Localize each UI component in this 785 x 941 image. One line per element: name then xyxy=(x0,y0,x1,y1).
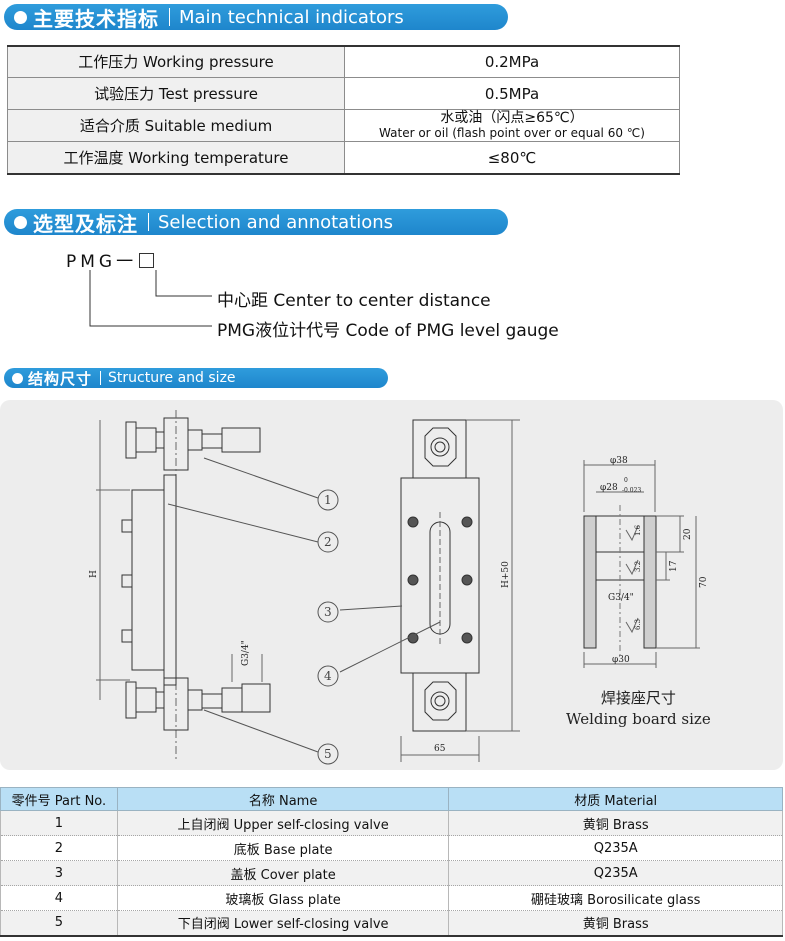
column-header: 零件号 Part No. xyxy=(0,787,118,811)
callout-2: 2 xyxy=(317,531,339,553)
structure-drawing: H G3/4" H+50 65 1 2 3 4 xyxy=(89,410,709,765)
roughness-63: 6.3 xyxy=(634,619,642,630)
welding-caption: 焊接座尺寸 Welding board size xyxy=(566,688,711,730)
side-view xyxy=(96,410,271,760)
section-banner-technical: 主要技术指标 Main technical indicators xyxy=(4,4,508,31)
column-header: 材质 Material xyxy=(448,787,783,811)
part-name: 底板 Base plate xyxy=(116,835,450,861)
divider xyxy=(169,8,170,26)
spec-label: 试验压力 Test pressure xyxy=(7,77,345,110)
table-row: 5 下自闭阀 Lower self-closing valve 黄铜 Brass xyxy=(0,910,783,937)
dim-d28: φ28 xyxy=(600,483,618,493)
callout-number: 1 xyxy=(324,493,332,507)
part-material: Q235A xyxy=(448,860,783,886)
spec-value: ≤80℃ xyxy=(344,141,680,174)
bullet-icon xyxy=(12,372,23,384)
callout-4: 4 xyxy=(317,665,339,687)
part-name: 上自闭阀 Upper self-closing valve xyxy=(116,810,450,836)
code-placeholder-box xyxy=(139,253,155,268)
callout-number: 2 xyxy=(324,535,332,549)
callout-3: 3 xyxy=(317,601,339,623)
spec-value: 水或油（闪点≥65℃） xyxy=(440,110,584,126)
table-row: 4 玻璃板 Glass plate 硼硅玻璃 Borosilicate glas… xyxy=(0,885,783,911)
callout-number: 3 xyxy=(324,605,332,619)
dim-h17: 17 xyxy=(669,560,679,572)
section-title-en: Selection and annotations xyxy=(158,211,394,233)
part-name: 下自闭阀 Lower self-closing valve xyxy=(116,910,450,937)
dim-h70: 70 xyxy=(699,576,709,588)
section-title-zh: 主要技术指标 xyxy=(33,6,159,31)
dim-d38: φ38 xyxy=(610,456,628,466)
section-banner-structure: 结构尺寸 Structure and size xyxy=(4,368,388,388)
annotation-center-distance: 中心距 Center to center distance xyxy=(217,291,491,311)
callout-number: 5 xyxy=(324,747,332,761)
part-no: 5 xyxy=(0,910,118,937)
table-header-row: 零件号 Part No. 名称 Name 材质 Material xyxy=(0,787,783,811)
dim-d30: φ30 xyxy=(612,655,630,665)
parts-table: 零件号 Part No. 名称 Name 材质 Material 1 上自闭阀 … xyxy=(0,787,783,937)
dim-h: H xyxy=(89,570,99,578)
welding-caption-zh: 焊接座尺寸 xyxy=(600,689,676,707)
section-title-en: Structure and size xyxy=(108,370,236,386)
section-title-zh: 结构尺寸 xyxy=(28,369,93,388)
callout-leaders xyxy=(167,457,441,753)
table-row: 适合介质 Suitable medium 水或油（闪点≥65℃） Water o… xyxy=(7,109,680,142)
front-view xyxy=(400,419,520,762)
divider xyxy=(100,371,102,385)
table-row: 2 底板 Base plate Q235A xyxy=(0,835,783,861)
spec-label: 适合介质 Suitable medium xyxy=(7,109,345,142)
dim-thread: G3/4" xyxy=(241,640,251,666)
part-material: 黄铜 Brass xyxy=(448,810,783,836)
callout-1: 1 xyxy=(317,489,339,511)
callout-5: 5 xyxy=(317,743,339,765)
table-row: 1 上自闭阀 Upper self-closing valve 黄铜 Brass xyxy=(0,810,783,836)
welding-board-view xyxy=(583,460,700,668)
dim-h20: 20 xyxy=(683,528,693,540)
annotation-gauge-code: PMG液位计代号 Code of PMG level gauge xyxy=(217,321,559,341)
part-no: 1 xyxy=(0,810,118,836)
table-row: 工作温度 Working temperature ≤80℃ xyxy=(7,141,680,174)
code-prefix: PMG xyxy=(66,252,117,272)
welding-caption-en: Welding board size xyxy=(566,710,711,728)
part-no: 4 xyxy=(0,885,118,911)
table-row: 工作压力 Working pressure 0.2MPa xyxy=(7,45,680,78)
section-banner-selection: 选型及标注 Selection and annotations xyxy=(4,209,508,236)
section-title-en: Main technical indicators xyxy=(179,6,404,28)
part-material: 黄铜 Brass xyxy=(448,910,783,937)
spec-label: 工作温度 Working temperature xyxy=(7,141,345,174)
dim-thread-weld: G3/4" xyxy=(608,593,634,603)
roughness-32: 3.2 xyxy=(634,561,642,572)
section-title-zh: 选型及标注 xyxy=(33,211,138,236)
spec-value: 0.2MPa xyxy=(344,45,680,78)
roughness-16: 1.6 xyxy=(634,524,642,536)
dim-d28-tol-up: 0 xyxy=(624,477,628,484)
bullet-icon xyxy=(14,215,27,229)
spec-value-en: Water or oil (flash point over or equal … xyxy=(379,126,645,140)
technical-specs-table: 工作压力 Working pressure 0.2MPa 试验压力 Test p… xyxy=(7,45,680,174)
table-row: 3 盖板 Cover plate Q235A xyxy=(0,860,783,886)
table-row: 试验压力 Test pressure 0.5MPa xyxy=(7,77,680,110)
part-name: 玻璃板 Glass plate xyxy=(116,885,450,911)
part-name: 盖板 Cover plate xyxy=(116,860,450,886)
part-no: 3 xyxy=(0,860,118,886)
part-material: Q235A xyxy=(448,835,783,861)
bullet-icon xyxy=(14,10,27,24)
code-leader-lines xyxy=(89,270,212,327)
spec-value-cell: 水或油（闪点≥65℃） Water or oil (flash point ov… xyxy=(344,109,680,142)
callout-number: 4 xyxy=(324,669,332,683)
part-material: 硼硅玻璃 Borosilicate glass xyxy=(448,885,783,911)
dim-65: 65 xyxy=(434,744,446,754)
part-no: 2 xyxy=(0,835,118,861)
spec-label: 工作压力 Working pressure xyxy=(7,45,345,78)
spec-value: 0.5MPa xyxy=(344,77,680,110)
dim-d28-tol-low: -0.023 xyxy=(622,487,641,494)
dim-h50: H+50 xyxy=(501,561,511,588)
model-code: PMG一 xyxy=(66,247,155,272)
code-dash: 一 xyxy=(116,252,138,272)
divider xyxy=(148,213,149,231)
column-header: 名称 Name xyxy=(116,787,450,811)
